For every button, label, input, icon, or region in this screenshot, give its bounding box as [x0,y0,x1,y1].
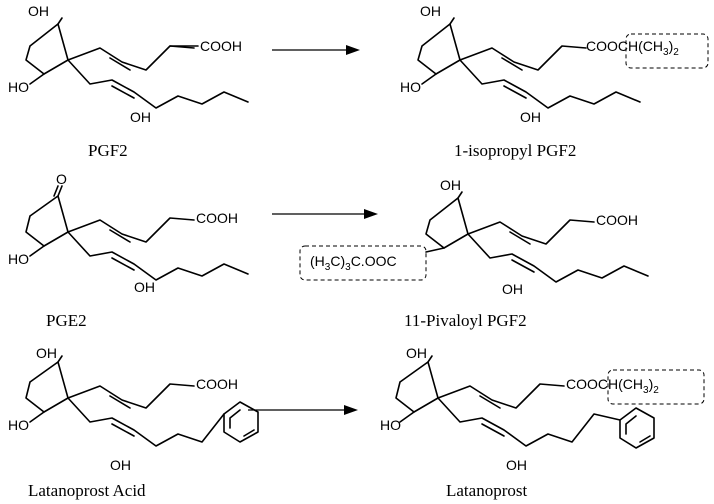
oh-label: OH [28,3,49,19]
ho-label: HO [8,79,29,95]
cooh-label: COOH [196,376,238,392]
caption-latanoprost: Latanoprost [446,481,527,500]
reaction-arrow-1[interactable] [272,45,360,55]
oh-label: OH [520,109,541,125]
ester-label: COOCH(CH3)2 [566,376,659,396]
ho-label: HO [8,417,29,433]
caption-11-pivaloyl-pgf2: 11-Pivaloyl PGF2 [404,311,527,330]
caption-latanoprost-acid: Latanoprost Acid [28,481,146,500]
ho-label: HO [8,251,29,267]
oh-label: OH [420,3,441,19]
molecule-pge2: O HO OH COOH [8,171,249,295]
molecule-latanoprost-acid: OH HO OH COOH [8,345,259,473]
pivaloyl-label: (H3C)3C.OOC [310,253,397,273]
cooh-label: COOH [596,212,638,228]
oh-label: OH [502,281,523,297]
molecule-11-pivaloyl-pgf2: OH OH COOH (H3C)3C.OOC [299,177,649,297]
isopropyl-highlight-box [625,33,709,69]
cooh-label: COOH [196,210,238,226]
reaction-arrow-3[interactable] [248,405,358,415]
oh-label: OH [130,109,151,125]
reaction-arrow-2[interactable] [272,209,378,219]
cooh-label: COOH [200,38,242,54]
molecule-latanoprost: OH HO OH COOCH(CH3)2 [380,345,705,473]
molecule-pgf2: OH HO OH COOH [8,3,249,125]
oh-label: OH [110,457,131,473]
ho-label: HO [380,417,401,433]
molecule-1-isopropyl-pgf2: OH HO OH COOCH(CH3)2 [400,3,709,125]
pivaloyl-highlight-box [299,245,427,281]
ho-label: HO [400,79,421,95]
oh-label: OH [506,457,527,473]
ketone-o-label: O [56,171,67,187]
oh-label: OH [134,279,155,295]
oh-label: OH [36,345,57,361]
isopropyl-highlight-box [607,369,705,405]
caption-pge2: PGE2 [46,311,87,330]
caption-1-isopropyl-pgf2: 1-isopropyl PGF2 [454,141,576,160]
ester-label: COOCH(CH3)2 [586,38,679,58]
oh-label: OH [440,177,461,193]
caption-pgf2: PGF2 [88,141,128,160]
oh-label: OH [406,345,427,361]
